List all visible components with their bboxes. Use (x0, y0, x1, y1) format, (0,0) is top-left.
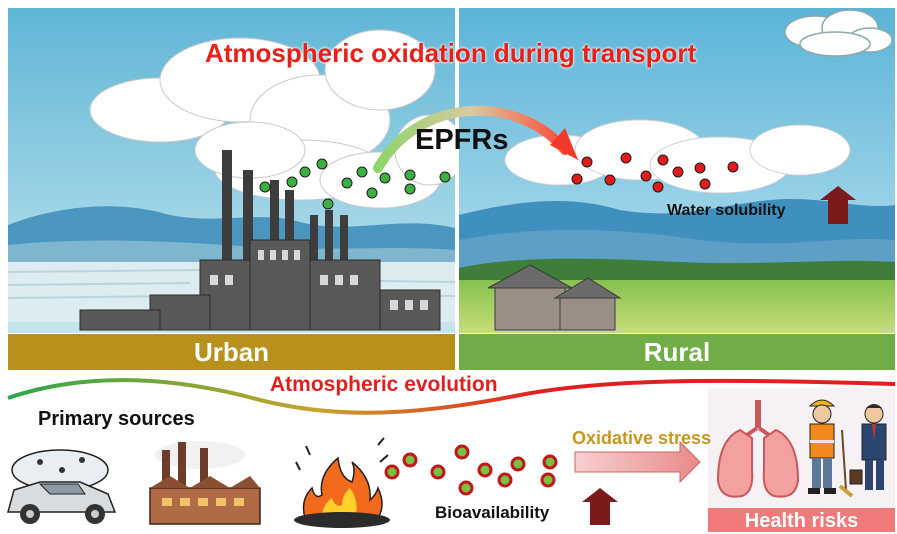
fire-icon (294, 437, 390, 528)
diagram-title: Atmospheric oxidation during transport (205, 38, 697, 68)
businessman-icon (849, 404, 887, 490)
rural-label: Rural (643, 336, 711, 367)
rural-band (459, 334, 895, 370)
bioavailability-label: Bioavailability (435, 503, 550, 522)
bioavailability-up-arrow (582, 488, 618, 525)
health-risks-box (708, 508, 895, 532)
water-solubility-up-arrow (820, 186, 856, 224)
lungs-icon (716, 400, 800, 498)
rural-scene (459, 8, 895, 333)
epfrs-label: EPFRs (415, 124, 509, 156)
cloud-icon (784, 9, 893, 57)
primary-sources-label: Primary sources (38, 408, 195, 430)
worker-icon (808, 399, 854, 498)
urban-label: Urban (193, 336, 270, 367)
aged-epfr-particles (571, 152, 739, 193)
mixed-epfr-particles (384, 444, 558, 496)
fresh-epfr-particles (259, 158, 451, 210)
urban-band (8, 334, 455, 370)
health-risks-label: Health risks (744, 510, 859, 532)
factory-icon (149, 441, 261, 525)
atmospheric-evolution-curve (7, 378, 896, 415)
atmospheric-evolution-label: Atmospheric evolution (270, 373, 498, 396)
transport-arrow (373, 105, 578, 173)
water-solubility-label: Water solubility (667, 202, 786, 219)
car-icon (7, 449, 117, 524)
oxidative-stress-label: Oxidative stress (572, 428, 712, 448)
exposure-arrow (574, 440, 701, 484)
